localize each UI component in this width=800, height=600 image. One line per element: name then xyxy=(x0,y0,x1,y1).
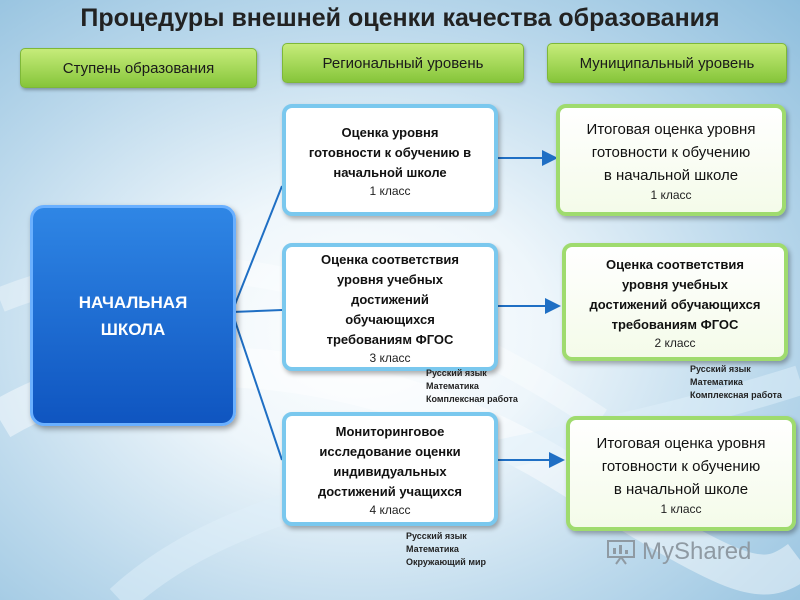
municipal-box-3-line: Итоговая оценка уровня xyxy=(596,434,766,452)
regional-box-2: Оценка соответствия уровня учебных дости… xyxy=(282,243,498,371)
regional-box-2-line: достижений xyxy=(351,291,429,307)
municipal-box-2-subjects: Русский язык Математика Комплексная рабо… xyxy=(690,363,782,402)
regional-box-2-subjects: Русский язык Математика Комплексная рабо… xyxy=(426,367,518,406)
primary-school-block: НАЧАЛЬНАЯ ШКОЛА xyxy=(30,205,236,426)
page-title: Процедуры внешней оценки качества образо… xyxy=(80,4,720,32)
regional-box-1-grade: 1 класс xyxy=(369,183,411,198)
presentation-board-icon xyxy=(607,540,635,565)
regional-box-1-line: начальной школе xyxy=(333,164,447,180)
subject-item: Математика xyxy=(406,544,459,554)
municipal-box-3-grade: 1 класс xyxy=(660,501,702,516)
branch-line-top xyxy=(231,185,283,313)
subject-item: Русский язык xyxy=(426,368,487,378)
municipal-box-2-line: требованиям ФГОС xyxy=(611,316,739,332)
municipal-box-1-grade: 1 класс xyxy=(650,188,692,202)
subject-item: Русский язык xyxy=(690,364,751,374)
regional-box-1-line: готовности к обучению в xyxy=(308,144,472,160)
regional-box-3-line: достижений учащихся xyxy=(317,483,463,499)
municipal-box-2-line: достижений обучающихся xyxy=(589,296,761,312)
regional-box-3-line: исследование оценки xyxy=(319,443,461,459)
regional-box-3-line: индивидуальных xyxy=(333,463,447,479)
regional-box-2-line: Оценка соответствия xyxy=(321,251,459,267)
arrows xyxy=(498,150,565,468)
branch-line-middle xyxy=(231,309,283,313)
header-regional: Региональный уровень xyxy=(282,43,524,83)
branch-line-bottom xyxy=(231,311,283,461)
municipal-box-2-line: уровня учебных xyxy=(621,276,729,292)
municipal-box-1-line: в начальной школе xyxy=(603,167,739,184)
subject-item: Русский язык xyxy=(406,531,467,541)
regional-box-3: Мониторинговое исследование оценки индив… xyxy=(282,412,498,526)
regional-box-2-line: обучающихся xyxy=(345,311,435,327)
regional-box-3-grade: 4 класс xyxy=(369,502,411,517)
regional-box-2-line: требованиям ФГОС xyxy=(326,331,454,347)
municipal-box-3: Итоговая оценка уровня готовности к обуч… xyxy=(566,416,796,531)
municipal-box-2-line: Оценка соответствия xyxy=(606,256,744,272)
subject-item: Математика xyxy=(690,377,743,387)
regional-box-2-line: уровня учебных xyxy=(336,271,444,287)
subject-item: Комплексная работа xyxy=(690,390,782,400)
regional-box-2-grade: 3 класс xyxy=(369,350,411,365)
header-municipal: Муниципальный уровень xyxy=(547,43,787,83)
municipal-box-1-line: Итоговая оценка уровня xyxy=(586,121,756,138)
regional-box-3-subjects: Русский язык Математика Окружающий мир xyxy=(406,530,486,569)
header-level: Ступень образования xyxy=(20,48,257,88)
branch-lines xyxy=(231,185,283,461)
regional-box-1-line: Оценка уровня xyxy=(341,124,439,140)
municipal-box-2-grade: 2 класс xyxy=(654,335,696,350)
municipal-box-1: Итоговая оценка уровня готовности к обуч… xyxy=(556,104,786,216)
watermark-text: MyShared xyxy=(642,538,752,565)
municipal-box-1-line: готовности к обучению xyxy=(591,144,751,161)
municipal-box-3-line: в начальной школе xyxy=(613,480,749,498)
subject-item: Комплексная работа xyxy=(426,394,518,404)
primary-school-label-line2: ШКОЛА xyxy=(100,319,166,339)
subject-item: Математика xyxy=(426,381,479,391)
regional-box-3-line: Мониторинговое xyxy=(335,423,445,439)
primary-school-label-line1: НАЧАЛЬНАЯ xyxy=(78,292,188,312)
municipal-box-2: Оценка соответствия уровня учебных дости… xyxy=(562,243,788,361)
regional-box-1: Оценка уровня готовности к обучению в на… xyxy=(282,104,498,216)
subject-item: Окружающий мир xyxy=(406,557,487,567)
municipal-box-3-line: готовности к обучению xyxy=(601,457,761,475)
watermark: MyShared xyxy=(606,538,751,566)
